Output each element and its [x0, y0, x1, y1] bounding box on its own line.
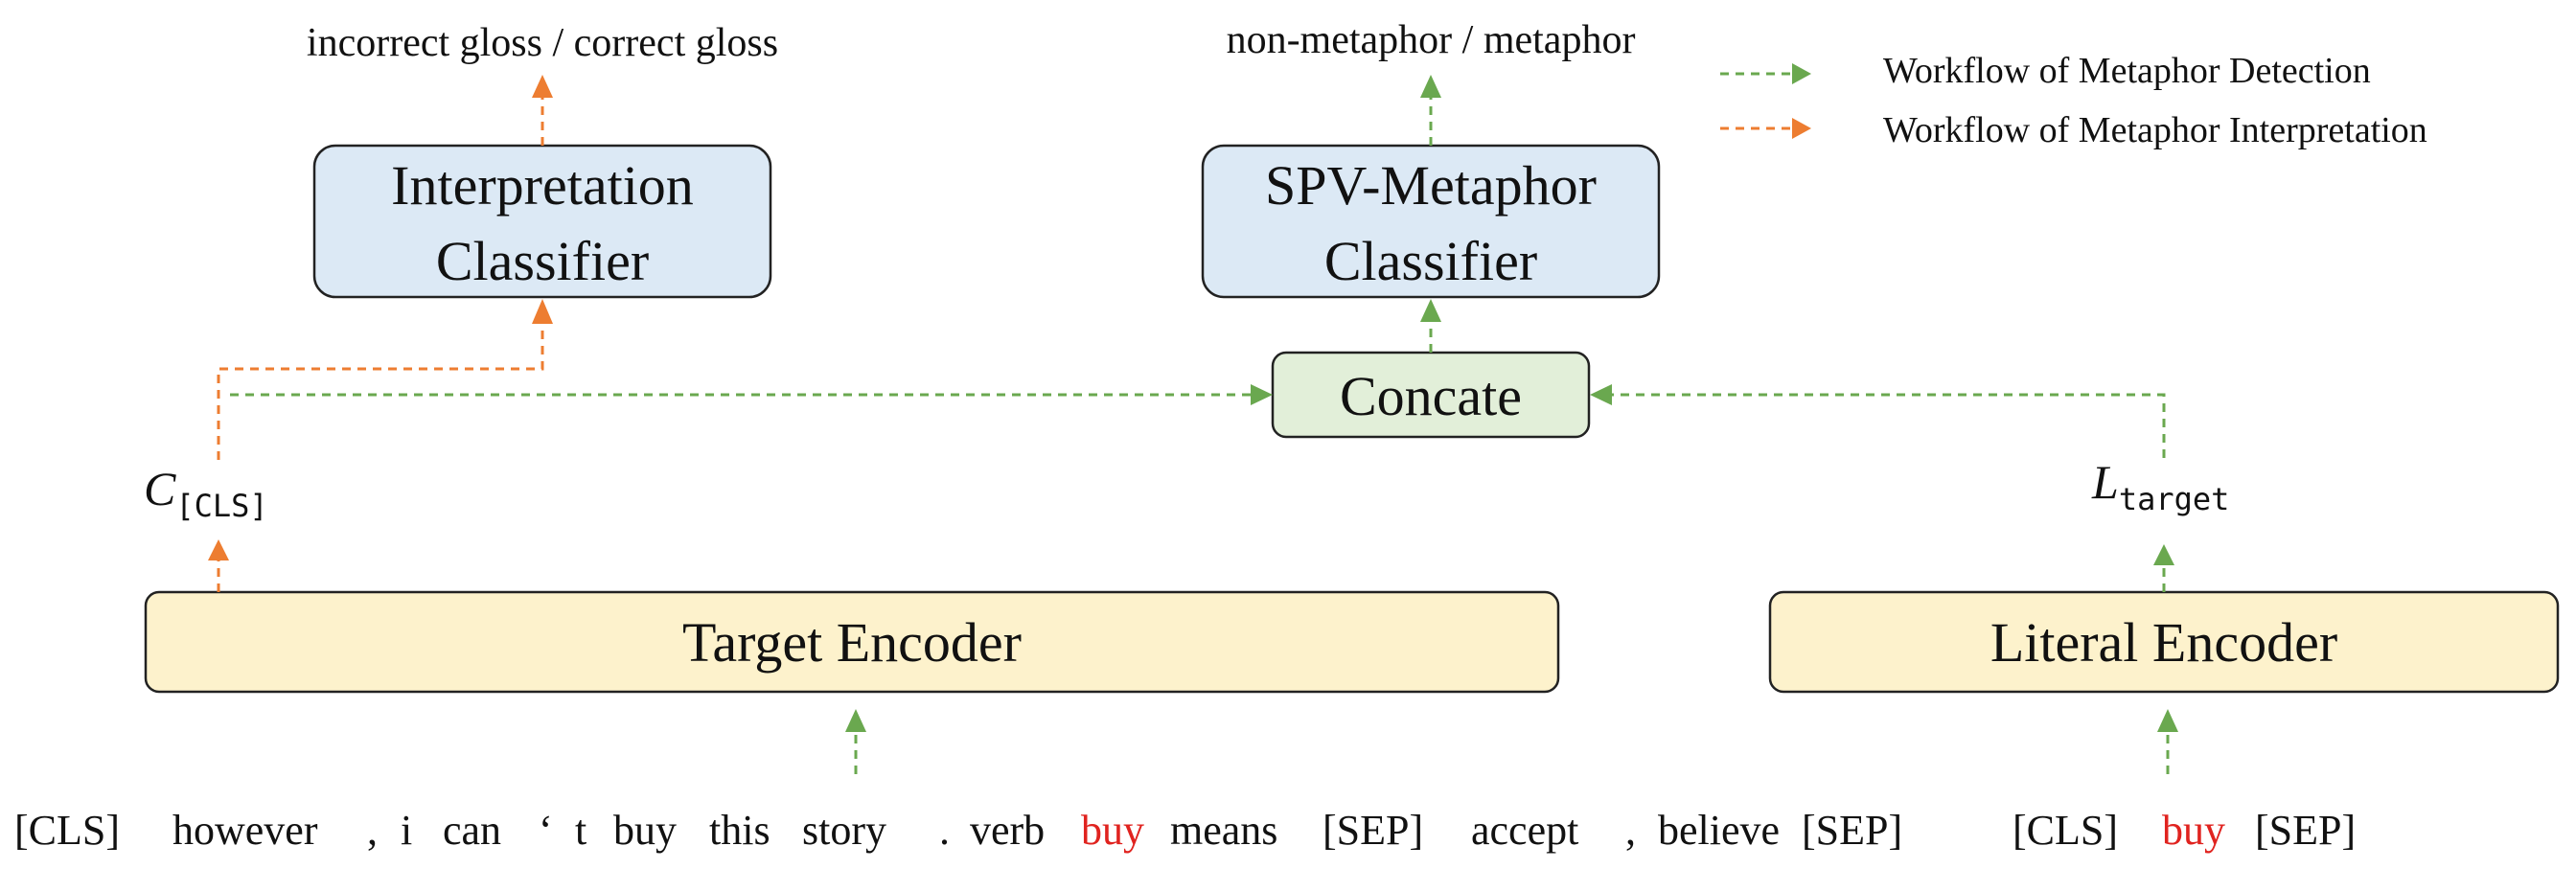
l-target-main: L — [2091, 455, 2119, 509]
input-token: means — [1170, 807, 1277, 854]
arrowhead-ccls-up — [208, 539, 229, 560]
input-token: however — [172, 807, 318, 854]
c-cls-subscript: [CLS] — [175, 488, 267, 524]
legend-detection-label: Workflow of Metaphor Detection — [1883, 51, 2371, 91]
input-token: . — [939, 807, 950, 854]
arrowhead-target-encoder-in — [845, 709, 866, 732]
arrowhead-interpretation-classifier-in — [532, 299, 553, 324]
concate-label: Concate — [1340, 365, 1522, 427]
interpretation-classifier-label-line2: Classifier — [436, 230, 649, 292]
input-token: i — [401, 807, 412, 854]
highlighted-token: buy — [2162, 807, 2225, 854]
input-token: [CLS] — [14, 807, 120, 854]
target-encoder-label: Target Encoder — [682, 611, 1022, 674]
arrowhead-detection-output — [1420, 75, 1441, 98]
arrowhead-concate-left-in — [1251, 384, 1273, 405]
legend-detection-arrowhead — [1792, 63, 1811, 84]
input-token: , — [367, 807, 378, 854]
literal-input-sequence: [CLS] buy [SEP] — [2012, 807, 2356, 854]
input-token: buy — [613, 807, 677, 854]
target-encoder-box — [144, 590, 1560, 694]
arrowhead-literal-encoder-in — [2157, 709, 2178, 732]
input-token: this — [709, 807, 770, 854]
input-token: story — [802, 807, 886, 854]
interpretation-classifier-label-line1: Interpretation — [391, 154, 694, 217]
arrowhead-concate-right-in — [1590, 384, 1612, 405]
input-token: verb — [970, 807, 1045, 854]
l-target-symbol: Ltarget — [2091, 455, 2229, 517]
input-token: accept — [1471, 807, 1578, 854]
arrowhead-spv-classifier-in — [1420, 299, 1441, 322]
c-cls-symbol: C[CLS] — [144, 462, 268, 524]
interpretation-output-label: incorrect gloss / correct gloss — [307, 21, 778, 65]
literal-encoder-label: Literal Encoder — [1990, 611, 2337, 674]
arrowhead-interpretation-output — [532, 75, 553, 98]
input-token: [CLS] — [2012, 807, 2118, 854]
arrowhead-ltarget-up — [2153, 544, 2174, 565]
detection-output-label: non-metaphor / metaphor — [1227, 18, 1636, 62]
legend-interpretation-arrowhead — [1792, 118, 1811, 139]
l-target-subscript: target — [2119, 481, 2230, 517]
input-token: [SEP] — [2255, 807, 2356, 854]
legend-interpretation-label: Workflow of Metaphor Interpretation — [1883, 110, 2427, 150]
input-token: believe — [1658, 807, 1780, 854]
arrow-ltarget-to-concate — [1612, 393, 2166, 458]
arrow-ccls-to-interpretation-classifier — [217, 324, 544, 460]
highlighted-token: buy — [1081, 807, 1144, 854]
input-token: t — [575, 807, 586, 854]
c-cls-main: C — [144, 462, 176, 515]
input-token: ‘ — [539, 807, 553, 854]
input-token: , — [1625, 807, 1636, 854]
input-token: [SEP] — [1802, 807, 1902, 854]
spv-metaphor-classifier-label-line2: Classifier — [1324, 230, 1537, 292]
spv-metaphor-classifier-label-line1: SPV-Metaphor — [1265, 154, 1597, 217]
input-token: [SEP] — [1322, 807, 1423, 854]
input-token: can — [443, 807, 501, 854]
